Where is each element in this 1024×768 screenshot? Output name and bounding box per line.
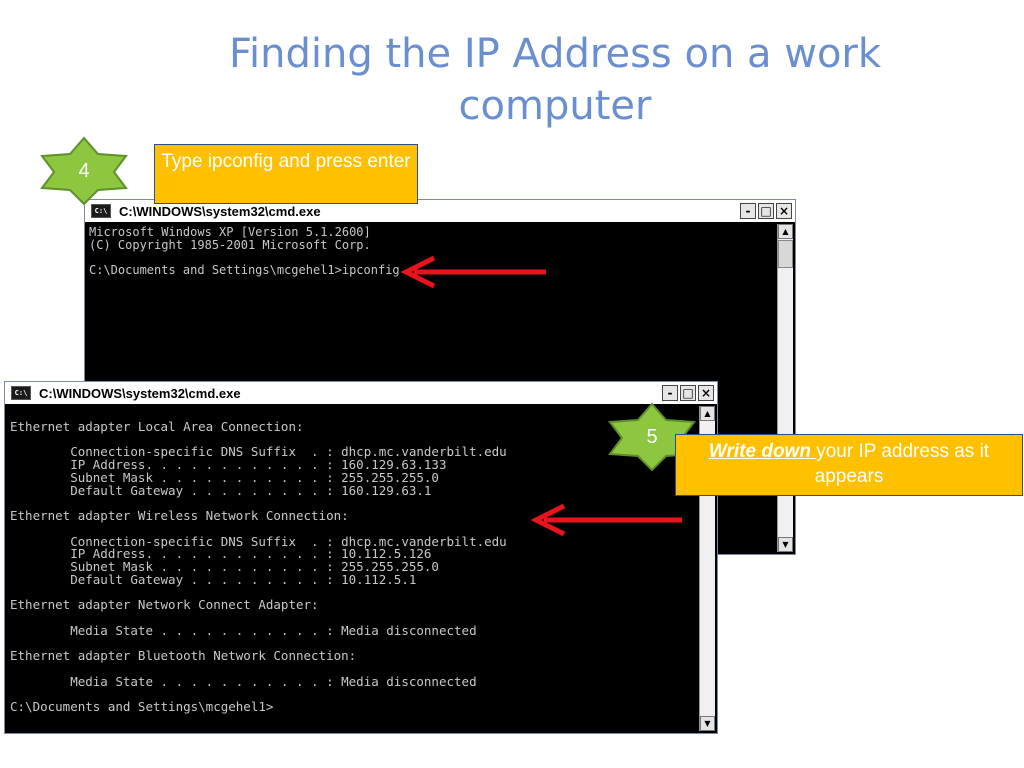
scroll-up-icon[interactable]: ▲ (700, 406, 715, 421)
slide-title-line1: Finding the IP Address on a work (228, 31, 882, 77)
step-5-number: 5 (646, 425, 658, 448)
scroll-up-icon[interactable]: ▲ (778, 224, 793, 239)
maximize-button[interactable]: □ (758, 203, 774, 219)
arrow-icon (400, 256, 546, 288)
window-controls: - □ × (662, 385, 714, 401)
maximize-button[interactable]: □ (680, 385, 696, 401)
console-output[interactable]: Ethernet adapter Local Area Connection: … (10, 418, 507, 715)
arrow-icon (530, 504, 682, 536)
cmd-window-front-title: C:\WINDOWS\system32\cmd.exe (39, 385, 241, 401)
close-button[interactable]: × (698, 385, 714, 401)
step-5-callout-text: your IP address as it appears (814, 441, 990, 487)
cmd-window-back-titlebar[interactable]: C:\ C:\WINDOWS\system32\cmd.exe - □ × (85, 200, 795, 222)
cmd-window-back-title: C:\WINDOWS\system32\cmd.exe (119, 203, 321, 219)
step-5-badge: 5 (604, 402, 700, 472)
close-button[interactable]: × (776, 203, 792, 219)
scroll-down-icon[interactable]: ▼ (700, 716, 715, 731)
step-4-badge: 4 (36, 136, 132, 206)
scroll-down-icon[interactable]: ▼ (778, 537, 793, 552)
cmd-window-front-titlebar[interactable]: C:\ C:\WINDOWS\system32\cmd.exe - □ × (5, 382, 717, 404)
minimize-button[interactable]: - (740, 203, 756, 219)
console-output[interactable]: Microsoft Windows XP [Version 5.1.2600] … (89, 226, 400, 278)
cmd-icon: C:\ (11, 386, 31, 400)
step-5-callout-emphasis: Write down (708, 441, 817, 462)
scroll-thumb[interactable] (778, 240, 793, 268)
cmd-icon: C:\ (91, 204, 111, 218)
step-4-number: 4 (78, 159, 90, 182)
slide-title-line2: computer (458, 83, 652, 129)
minimize-button[interactable]: - (662, 385, 678, 401)
slide-title: Finding the IP Address on a work compute… (170, 28, 940, 132)
step-5-callout: Write down your IP address as it appears (675, 434, 1023, 496)
window-controls: - □ × (740, 203, 792, 219)
vertical-scrollbar[interactable]: ▲ ▼ (777, 224, 793, 552)
star-icon (608, 402, 696, 472)
step-4-callout: Type ipconfig and press enter (154, 144, 418, 204)
star-icon (40, 136, 128, 206)
step-4-callout-text: Type ipconfig and press enter (161, 151, 411, 172)
cmd-window-front[interactable]: C:\ C:\WINDOWS\system32\cmd.exe - □ × Et… (4, 381, 718, 734)
